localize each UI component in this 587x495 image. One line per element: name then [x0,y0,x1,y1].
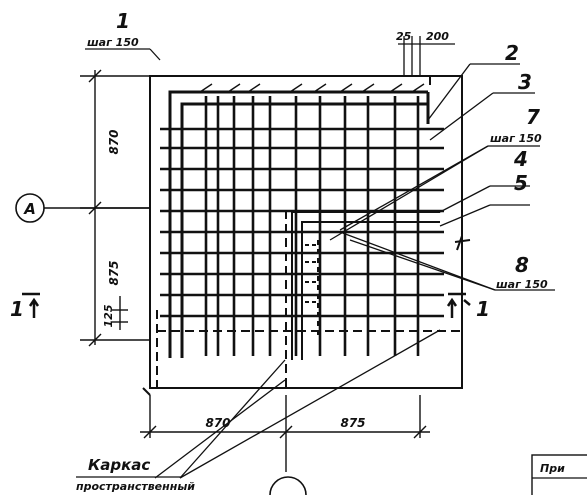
axis-a: А [15,193,150,223]
callout-1: 1 [116,9,130,33]
top-dimension [398,36,455,76]
callout-1-step: шаг 150 [87,36,139,49]
callout-2: 2 [505,41,519,65]
axis-a-label: А [23,200,36,218]
dim-125: 125 [102,304,115,327]
stamp-box [531,454,587,495]
dim-200: 200 [426,30,449,43]
caption-line-1: Каркас [88,456,150,474]
dim-870-horizontal: 870 [205,416,230,430]
section-markers [22,292,471,318]
section-label-left: 1 [10,297,24,321]
caption-line-2: пространственный [76,480,195,493]
slab-outline [142,75,463,396]
section-label-right: 1 [476,297,490,321]
callout-3: 3 [518,70,532,94]
dim-875-horizontal: 875 [340,416,365,430]
callout-7: 7 [526,105,540,129]
vertical-bars [204,96,420,356]
dim-25: 25 [396,30,412,43]
dim-875-vertical: 875 [107,260,121,285]
leaders [85,48,555,479]
callout-7-step: шаг 150 [490,132,542,145]
axis-circle-bottom [269,476,307,495]
inner-corner-mesh [291,211,471,360]
stamp-text: При [540,462,565,475]
callout-8: 8 [515,253,529,277]
bar-ticks [199,83,425,93]
callout-4: 4 [513,147,528,171]
corner-frame [168,90,430,358]
dim-870-vertical: 870 [107,129,121,154]
callout-8-step: шаг 150 [496,278,548,291]
dashed-boundaries [156,75,462,388]
horizontal-dimension [140,395,430,472]
callout-5: 5 [514,171,528,195]
